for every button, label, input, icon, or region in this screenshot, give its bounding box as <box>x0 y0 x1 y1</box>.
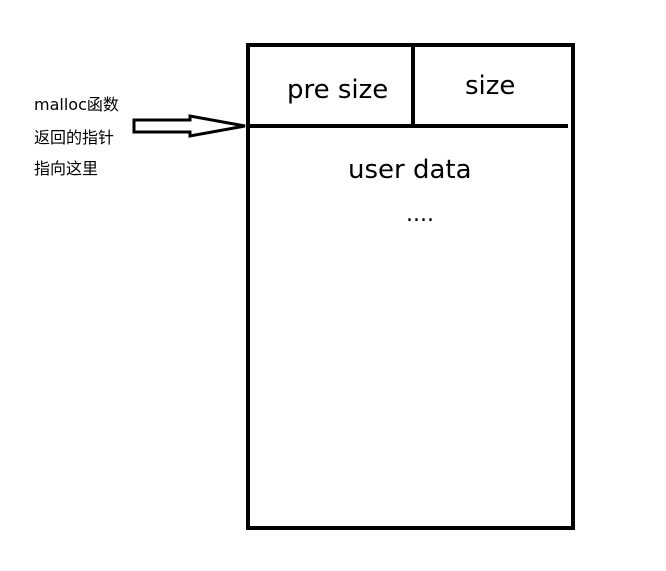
pointer-arrow <box>132 114 246 138</box>
chunk-box <box>246 43 575 530</box>
pointer-note-line-3: 指向这里 <box>34 159 99 178</box>
pre-size-label: pre size <box>287 75 389 105</box>
continuation-ellipsis: .... <box>406 202 434 227</box>
pointer-note-line-2: 返回的指针 <box>34 128 115 147</box>
size-label: size <box>465 71 516 101</box>
pointer-note-line-1: malloc函数 <box>34 95 119 114</box>
user-data-label: user data <box>348 155 472 185</box>
